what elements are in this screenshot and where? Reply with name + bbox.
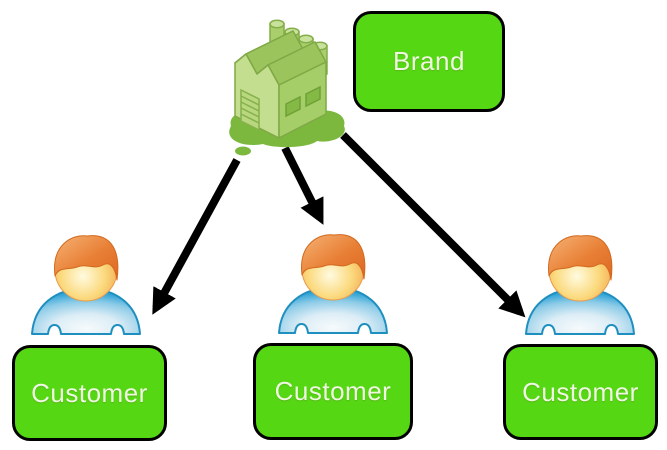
customer-label-3: Customer	[522, 376, 639, 407]
factory-icon	[213, 8, 353, 158]
customer-node-3: Customer	[503, 344, 658, 440]
customer-node-2: Customer	[253, 343, 413, 440]
arrow-brand-to-customer-1	[152, 158, 241, 315]
person-icon	[520, 230, 640, 340]
arrow-brand-to-customer-3	[340, 132, 526, 318]
customer-label-1: Customer	[31, 377, 148, 408]
person-icon	[273, 229, 393, 339]
customer-label-2: Customer	[274, 376, 392, 406]
customer-node-1: Customer	[12, 345, 167, 441]
person-icon	[26, 230, 146, 340]
brand-node: Brand	[353, 11, 505, 112]
brand-label: Brand	[393, 46, 465, 76]
arrow-brand-to-customer-2	[281, 146, 324, 225]
